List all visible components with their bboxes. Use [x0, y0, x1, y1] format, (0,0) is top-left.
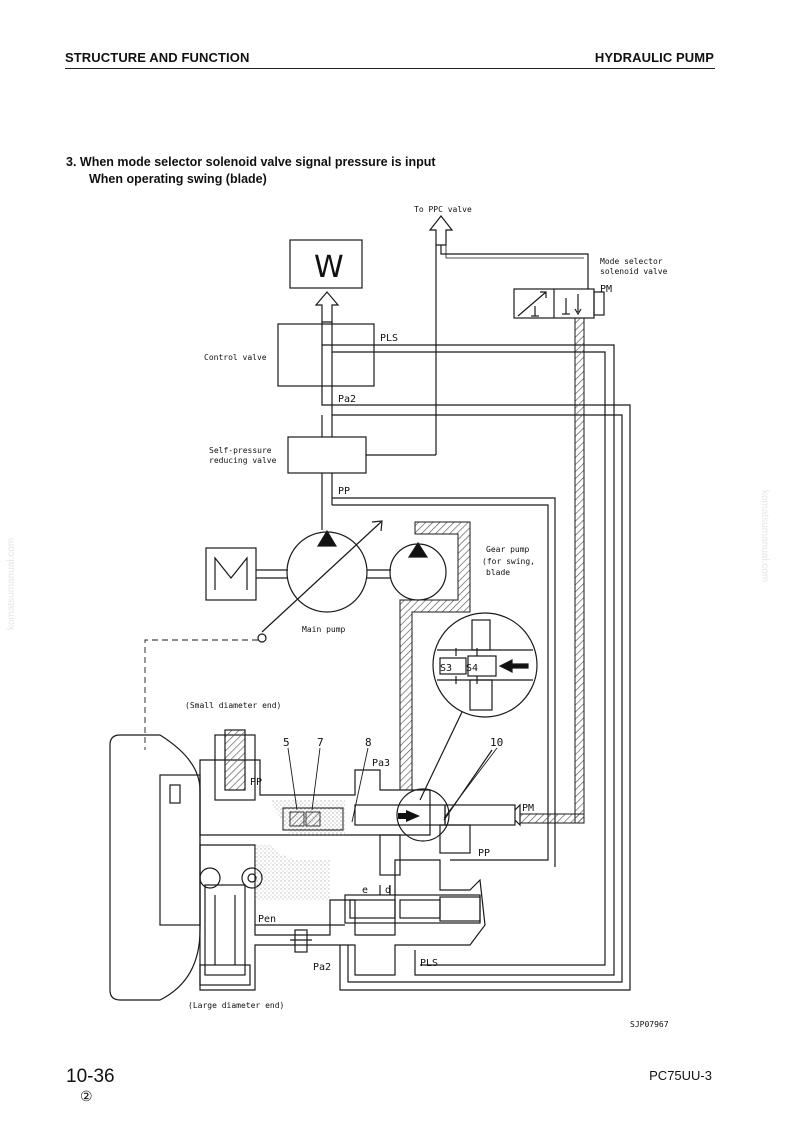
label-mode-selector-1: Mode selector [600, 257, 663, 266]
engine-motor-box [205, 547, 257, 601]
model-name: PC75UU-3 [649, 1068, 712, 1083]
label-port-d: d [385, 885, 391, 896]
label-callout-5: 5 [283, 736, 290, 749]
large-diameter-piston [204, 884, 246, 976]
ppc-arrow [428, 215, 454, 246]
label-pp-body: PP [250, 777, 262, 788]
label-pa2-top: Pa2 [338, 394, 356, 405]
label-pa2-bottom: Pa2 [313, 962, 331, 973]
label-port-e: e [362, 885, 368, 896]
switching-valve-chamber [396, 788, 450, 842]
label-callout-7: 7 [317, 736, 324, 749]
label-to-ppc-valve: To PPC valve [414, 205, 472, 214]
label-control-valve: Control valve [204, 353, 267, 362]
header-chapter-title: HYDRAULIC PUMP [594, 50, 714, 65]
label-pm-body: PM [522, 803, 534, 814]
label-work: W [314, 250, 344, 285]
label-mode-selector-2: solenoid valve [600, 267, 668, 276]
label-pp-top: PP [338, 486, 350, 497]
label-gear-pump-1: Gear pump [486, 545, 530, 554]
header-section-title: STRUCTURE AND FUNCTION [65, 50, 250, 65]
label-callout-10: 10 [490, 736, 503, 749]
label-large-end: (Large diameter end) [188, 1001, 284, 1010]
pump-housing [109, 734, 201, 1001]
label-s4: S4 [466, 663, 478, 674]
label-pm-top: PM [600, 284, 612, 295]
pm-pilot-line [519, 317, 585, 824]
label-pls-top: PLS [380, 333, 398, 344]
revision-mark: ② [80, 1088, 93, 1104]
control-valve [277, 323, 375, 387]
gear-pump-delivery [399, 521, 471, 791]
label-self-pressure-2: reducing valve [209, 456, 277, 465]
header-rule [65, 68, 715, 69]
label-self-pressure-1: Self-pressure [209, 446, 272, 455]
label-pls-bottom: PLS [420, 958, 438, 969]
page-number: 10-36 [66, 1066, 115, 1087]
label-pp-lower: PP [478, 848, 490, 859]
label-gear-pump-2: (for swing, [482, 557, 535, 566]
label-pa3: Pa3 [372, 758, 390, 769]
section-heading: 3. When mode selector solenoid valve sig… [66, 155, 436, 169]
detail-view-circle [432, 612, 538, 718]
drawing-number: SJP07967 [630, 1020, 669, 1029]
label-callout-8: 8 [365, 736, 372, 749]
work-arrow [314, 291, 340, 323]
label-s3: S3 [440, 663, 452, 674]
label-gear-pump-3: blade [486, 568, 510, 577]
label-small-end: (Small diameter end) [185, 701, 281, 710]
section-subheading: When operating swing (blade) [89, 172, 267, 186]
work-box [289, 239, 363, 289]
label-main-pump: Main pump [302, 625, 346, 634]
label-pen: Pen [258, 914, 276, 925]
self-pressure-reducing-valve [287, 436, 367, 474]
